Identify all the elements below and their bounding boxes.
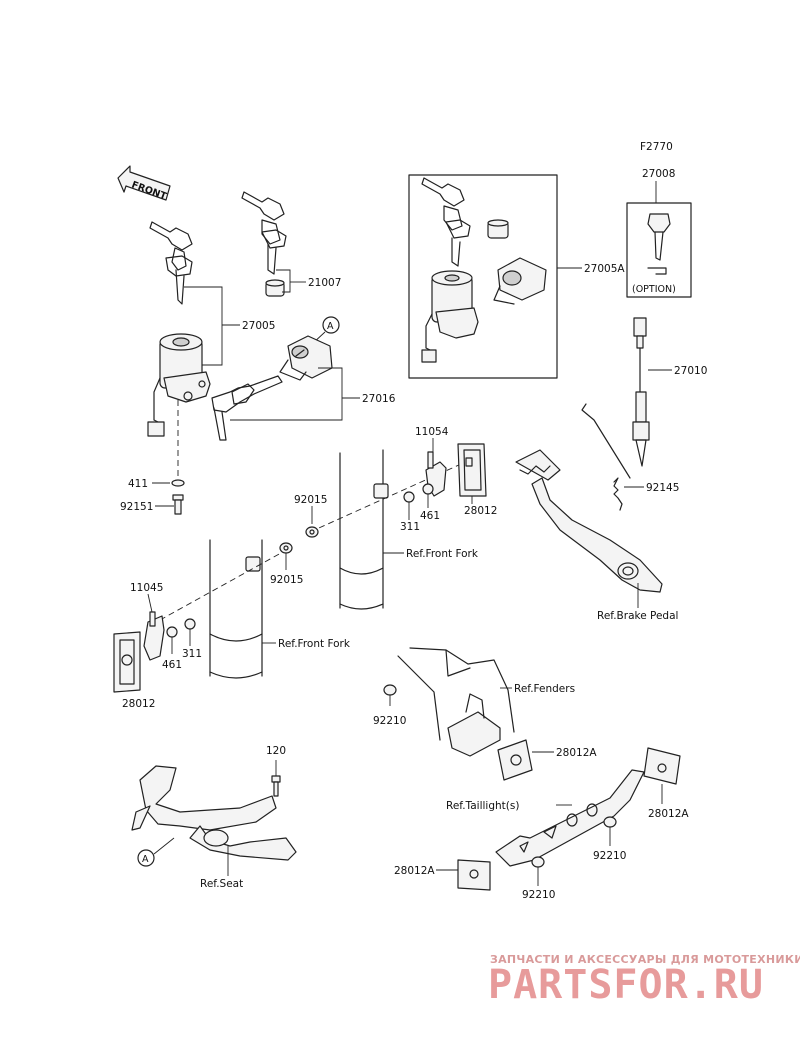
washer-411 [171, 479, 185, 487]
kit-switch-27005A [421, 270, 479, 363]
key-set-left [149, 221, 193, 305]
diagram-code: F2770 [640, 141, 673, 153]
part-label-411: 411 [128, 478, 148, 490]
part-label-92151: 92151 [120, 501, 153, 513]
part-label-311-right: 311 [400, 521, 420, 533]
reflector-28012A-fender [497, 739, 533, 781]
ref-seat: Ref.Seat [200, 878, 243, 890]
part-label-27010: 27010 [674, 365, 707, 377]
bracket-11045 [143, 611, 165, 661]
part-label-120: 120 [266, 745, 286, 757]
part-label-11045: 11045 [130, 582, 163, 594]
ignition-switch-27005 [147, 333, 211, 437]
part-label-92015-upper: 92015 [294, 494, 327, 506]
ref-front-fork-right: Ref.Front Fork [406, 548, 479, 560]
part-label-21007: 21007 [308, 277, 341, 289]
key-set-27016 [211, 375, 283, 441]
part-label-92210-lower: 92210 [522, 889, 555, 901]
bolt-120 [271, 775, 281, 797]
washer-461-right [422, 483, 434, 495]
part-label-92210-fender: 92210 [373, 715, 406, 727]
callout-letter-top: A [327, 321, 334, 332]
part-label-11054: 11054 [415, 426, 449, 438]
option-label: (OPTION) [632, 284, 676, 295]
ref-brake-pedal: Ref.Brake Pedal [597, 610, 678, 622]
ref-front-fork-left: Ref.Front Fork [278, 638, 351, 650]
rear-fender-ref [397, 647, 515, 757]
kit-keys-27005A [421, 177, 471, 267]
part-label-28012-right: 28012 [464, 505, 497, 517]
watermark-logo: PARTSFOR.RU [488, 962, 764, 1008]
part-label-28012A-right: 28012A [648, 808, 689, 820]
option-key-27008 [647, 213, 671, 275]
part-label-27005A: 27005A [584, 263, 625, 275]
part-label-28012A-fender: 28012A [556, 747, 597, 759]
spring-92145 [581, 403, 631, 511]
nut-92210-fender [383, 684, 397, 696]
reflector-28012A-right [643, 747, 681, 785]
front-fork-right-ref [339, 449, 389, 610]
ref-taillight: Ref.Taillight(s) [446, 800, 519, 812]
brake-pedal-ref [515, 449, 663, 593]
callout-letter-bottom: A [142, 854, 149, 865]
nut-311-left [184, 618, 196, 630]
part-label-311-left: 311 [182, 648, 202, 660]
callout-a-bottom: A [137, 837, 175, 867]
reflector-28012A-left [457, 859, 491, 891]
part-label-92145: 92145 [646, 482, 679, 494]
kit-cap-27005A [487, 219, 509, 239]
washer-461-left [166, 626, 178, 638]
part-label-461-right: 461 [420, 510, 440, 522]
part-label-28012A-left: 28012A [394, 865, 435, 877]
nut-screw-right [465, 457, 473, 467]
part-label-461-left: 461 [162, 659, 182, 671]
nut-92210-taillight-upper [603, 816, 617, 828]
front-fork-left-ref [209, 539, 263, 679]
front-arrow-icon: FRONT [117, 165, 171, 202]
seat-bracket-ref [131, 765, 297, 861]
nut-311-right [403, 491, 415, 503]
key-set-21007 [241, 191, 287, 297]
kit-box-27005A [408, 174, 558, 379]
part-label-92015-lower: 92015 [270, 574, 303, 586]
seat-lock-27016 [279, 335, 333, 381]
nut-92210-taillight-lower [531, 856, 545, 868]
brake-switch-27010 [632, 317, 650, 467]
part-label-27016: 27016 [362, 393, 396, 405]
bolt-92151 [172, 494, 184, 515]
reflector-28012-left [113, 631, 141, 693]
part-label-27008: 27008 [642, 168, 675, 180]
part-label-92210-upper: 92210 [593, 850, 626, 862]
ref-fenders: Ref.Fenders [514, 683, 575, 695]
reflector-28012-right [457, 443, 487, 497]
part-label-28012-left: 28012 [122, 698, 155, 710]
watermark-tagline: ЗАПЧАСТИ И АКСЕССУАРЫ ДЛЯ МОТОТЕХНИКИ [490, 953, 800, 966]
option-box-27008 [626, 202, 692, 298]
part-label-27005: 27005 [242, 320, 275, 332]
kit-lock-27005A [493, 257, 547, 305]
nut-92015-lower [279, 542, 293, 554]
nut-92015-upper [305, 526, 319, 538]
